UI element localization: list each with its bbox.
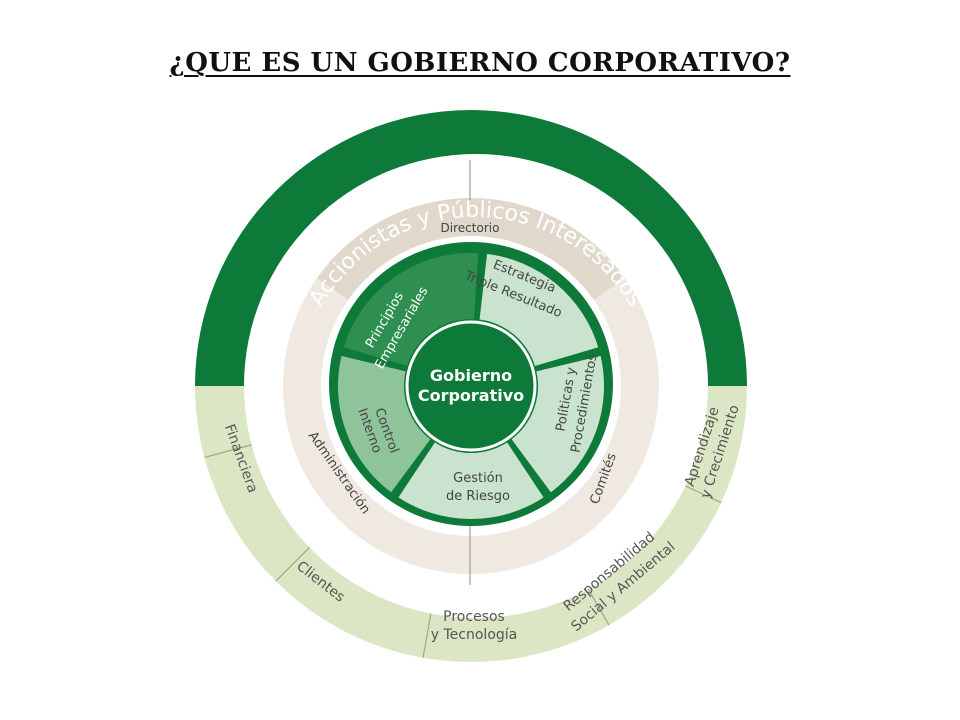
center-label-line2: Corporativo (418, 386, 524, 405)
middle-ring-directorio-segment (316, 198, 626, 300)
center-circle (405, 320, 537, 452)
directorio-label: Directorio (441, 221, 500, 235)
estrategia-segment (477, 251, 601, 369)
outer-ring-top-segment (195, 110, 747, 386)
principios-segment (341, 251, 481, 369)
procesos-label: Procesos (443, 609, 505, 625)
center-label-line1: Gobierno (430, 366, 512, 385)
tecnologia-label: y Tecnología (431, 627, 517, 643)
outer-ring-separator (422, 608, 433, 658)
control-segment (336, 353, 434, 496)
outer-ring-bottom-segment (195, 386, 747, 662)
inner-ring-segments (336, 251, 606, 521)
politicas-segment (508, 353, 606, 496)
page-title: ¿QUE ES UN GOBIERNO CORPORATIVO? (169, 48, 791, 78)
middle-ring-lower-segment (283, 278, 659, 574)
de-riesgo-label: de Riesgo (446, 489, 510, 504)
gestion-segment (395, 439, 547, 521)
gestion-label: Gestión (453, 471, 503, 486)
outer-ring-separator (204, 443, 253, 459)
outer-ring-separator (275, 545, 312, 582)
